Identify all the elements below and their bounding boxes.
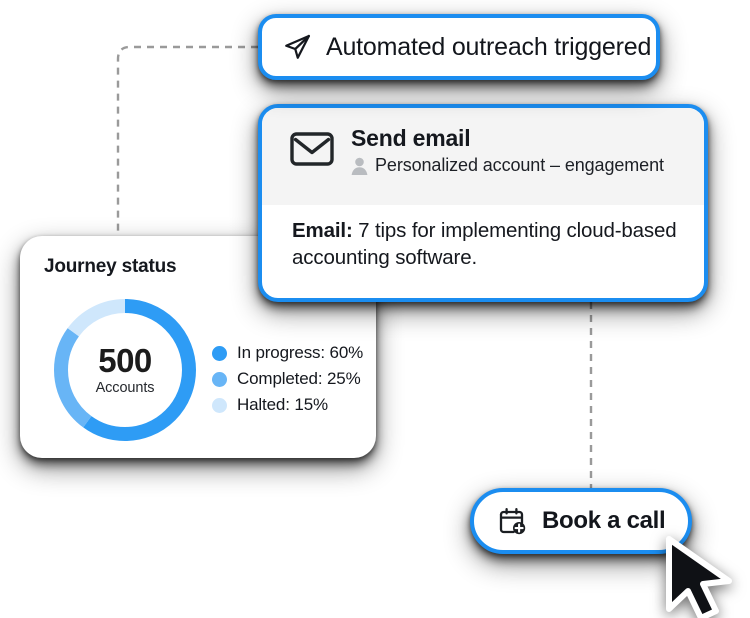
connector-outreach-to-journey <box>116 45 258 246</box>
donut-center-label: Accounts <box>95 380 155 396</box>
send-email-card-body: Email: 7 tips for implementing cloud-bas… <box>262 205 704 272</box>
calendar-plus-icon <box>499 507 526 534</box>
donut-center-value: 500 <box>98 342 152 379</box>
journey-status-title: Journey status <box>44 256 177 277</box>
donut-slice-completed <box>54 299 196 441</box>
donut-svg <box>54 299 196 441</box>
send-icon <box>285 34 310 59</box>
donut-center-text: 500 Accounts <box>54 299 196 441</box>
donut-slice-halted <box>54 299 196 441</box>
legend-item-in-progress: In progress: 60% <box>212 340 363 366</box>
mouse-pointer-icon <box>666 536 732 618</box>
legend-label-halted: Halted: 15% <box>237 395 328 414</box>
legend-dot-in-progress <box>212 345 227 361</box>
legend-dot-completed <box>212 371 227 387</box>
send-email-audience-row: Personalized account – engagement <box>351 155 664 176</box>
automated-outreach-card[interactable]: Automated outreach triggered <box>258 14 660 80</box>
legend-label-completed: Completed: 25% <box>237 369 361 388</box>
legend-item-halted: Halted: 15% <box>212 392 363 418</box>
send-email-audience: Personalized account – engagement <box>375 155 664 176</box>
send-email-body-label: Email: <box>292 219 353 242</box>
send-email-body-content: 7 tips for implementing cloud-based acco… <box>292 219 677 270</box>
legend-item-completed: Completed: 25% <box>212 366 363 392</box>
send-email-body-text: Email: 7 tips for implementing cloud-bas… <box>292 217 680 272</box>
legend-dot-halted <box>212 397 227 413</box>
send-email-card[interactable]: Send email Personalized account – engage… <box>258 104 708 302</box>
book-a-call-label: Book a call <box>542 507 666 534</box>
journey-status-card[interactable]: Journey status 500 Accounts In progress:… <box>20 236 376 458</box>
send-email-title: Send email <box>351 125 471 151</box>
journey-status-donut-chart: 500 Accounts <box>54 299 196 441</box>
person-icon <box>351 157 368 175</box>
send-email-card-header: Send email Personalized account – engage… <box>262 108 704 205</box>
journey-status-legend: In progress: 60% Completed: 25% Halted: … <box>212 340 363 418</box>
book-a-call-button[interactable]: Book a call <box>470 488 692 554</box>
envelope-icon <box>290 132 334 166</box>
legend-label-in-progress: In progress: 60% <box>237 343 364 362</box>
automated-outreach-label: Automated outreach triggered <box>326 32 652 61</box>
